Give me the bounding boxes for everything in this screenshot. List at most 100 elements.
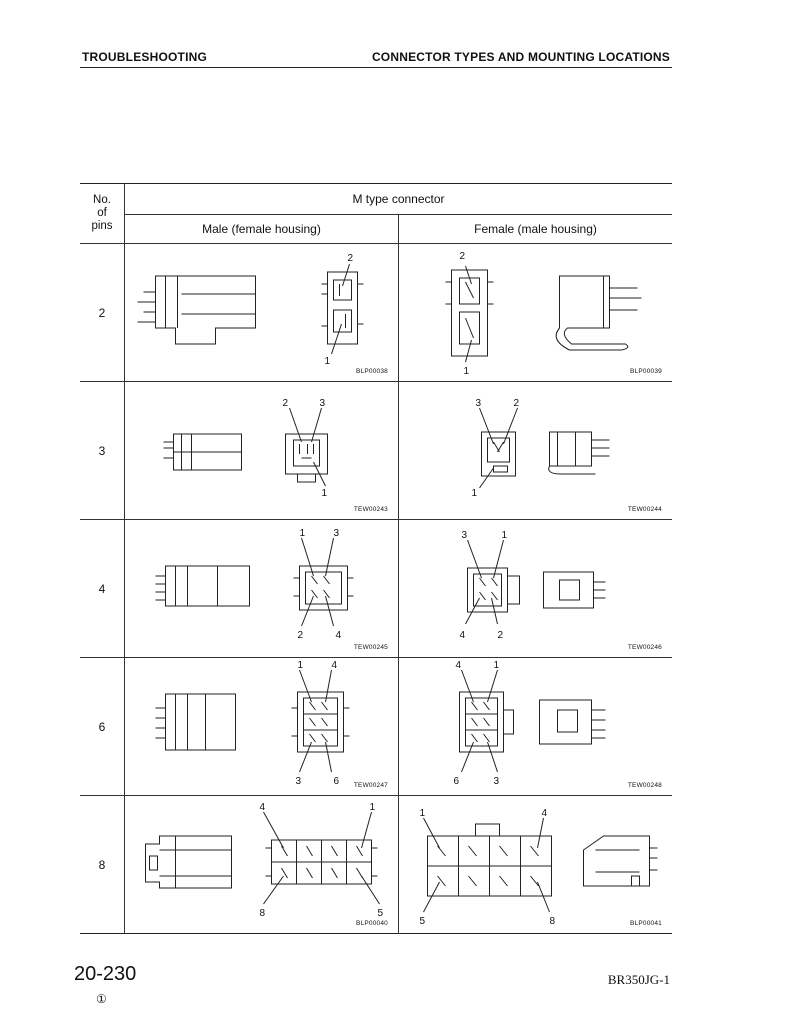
female-8pin-drawing: 1 4 5 8 [420,808,658,927]
male-connector-figure: 2 1 BLP00038 [124,243,399,382]
figure-code: TEW00248 [627,782,662,789]
male-8pin-drawing: 4 1 8 5 [145,802,384,919]
pin-label: 1 [298,660,304,671]
front-view [423,817,552,913]
female-connector-figure: 3 2 1 TEW00244 [398,381,672,520]
side-view [163,433,242,471]
side-view [548,431,610,475]
figure-code: BLP00039 [630,368,662,375]
pin-label: 4 [336,630,342,641]
male-4pin-drawing: 1 3 2 4 [155,528,354,641]
pin-label: 1 [325,356,331,367]
pin-label: 2 [514,398,520,409]
pin-label: 3 [334,528,340,539]
figure-code: BLP00040 [356,920,388,927]
front-view [321,263,364,355]
front-view [263,811,380,905]
pin-label: 2 [298,630,304,641]
male-2pin-drawing: 2 1 [137,253,364,367]
front-view [459,669,514,773]
figure-code: TEW00246 [627,644,662,651]
pin-label: 2 [283,398,289,409]
pin-label: 3 [476,398,482,409]
front-view [285,407,328,487]
side-view [543,571,606,609]
side-view [155,565,250,607]
female-column-header: Female (male housing) [398,214,672,244]
pin-label: 5 [420,916,426,927]
male-connector-figure: 1 3 2 4 TEW00245 [124,519,399,658]
side-view [137,275,256,345]
male-connector-figure: 4 1 8 5 BLP00040 [124,795,399,934]
front-view [445,265,494,363]
figure-code: BLP00038 [356,368,388,375]
pin-label: 5 [378,908,384,919]
male-3pin-drawing: 2 3 1 [163,398,328,499]
female-4pin-drawing: 3 1 4 2 [460,530,606,641]
table-row: 8 4 1 8 5 BLP00040 [80,795,672,934]
male-6pin-drawing: 1 4 3 6 [155,660,350,787]
pin-count: 4 [80,519,125,658]
male-connector-figure: 2 3 1 TEW00243 [124,381,399,520]
pin-count: 6 [80,657,125,796]
header-rule [80,67,672,68]
pin-label: 8 [260,908,266,919]
female-3pin-drawing: 3 2 1 [472,398,610,499]
pin-label: 4 [260,802,266,813]
pin-label: 1 [502,530,508,541]
pin-label: 2 [460,251,466,262]
header-section-title: TROUBLESHOOTING [82,50,207,64]
female-6pin-drawing: 4 1 6 3 [454,660,606,787]
side-view [539,699,606,745]
figure-code: BLP00041 [630,920,662,927]
male-connector-figure: 1 4 3 6 TEW00247 [124,657,399,796]
female-connector-figure: 4 1 6 3 TEW00248 [398,657,672,796]
pin-label: 1 [472,488,478,499]
table-row: 2 2 1 BLP00038 [80,243,672,382]
front-view [291,669,350,773]
pin-count: 8 [80,795,125,934]
pin-label: 6 [334,776,340,787]
table-row: 3 2 3 1 TEW00243 [80,381,672,520]
front-view [293,537,354,627]
figure-code: TEW00244 [627,506,662,513]
female-2pin-drawing: 2 1 [445,251,642,377]
pin-label: 1 [464,366,470,377]
pin-count: 2 [80,243,125,382]
pin-label: 2 [348,253,354,264]
female-connector-figure: 3 1 4 2 TEW00246 [398,519,672,658]
pin-label: 4 [460,630,466,641]
female-connector-figure: 2 1 BLP00039 [398,243,672,382]
model-number: BR350JG-1 [607,972,670,987]
pin-label: 1 [494,660,500,671]
front-view [465,539,520,625]
pin-label: 1 [420,808,426,819]
pin-label: 3 [462,530,468,541]
pin-label: 3 [494,776,500,787]
pin-label: 4 [456,660,462,671]
side-view [145,835,232,889]
pin-label: 4 [542,808,548,819]
pin-label: 3 [296,776,302,787]
pin-label: 1 [300,528,306,539]
side-view [583,835,658,887]
figure-code: TEW00245 [353,644,388,651]
revision-mark: ① [96,992,107,1006]
pin-count: 3 [80,381,125,520]
side-view [555,275,642,351]
table-subheader-row: Male (female housing) Female (male housi… [80,214,672,244]
figure-code: TEW00243 [353,506,388,513]
pin-label: 4 [332,660,338,671]
pin-label: 6 [454,776,460,787]
pin-label: 8 [550,916,556,927]
connector-type-title: M type connector [124,183,672,215]
table-row: 4 1 3 2 4 TEW00245 [80,519,672,658]
pin-label: 1 [322,488,328,499]
pin-label: 3 [320,398,326,409]
front-view [479,407,518,489]
table-row: 6 1 4 3 6 [80,657,672,796]
